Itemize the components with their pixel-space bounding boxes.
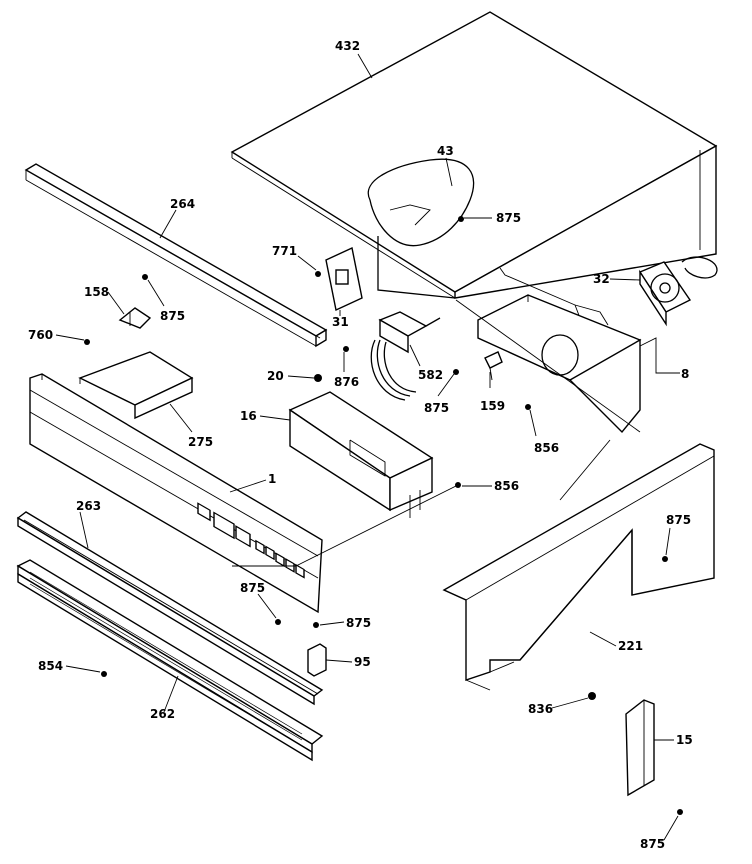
label-856: 856: [494, 479, 519, 493]
label-432: 432: [335, 39, 360, 53]
label-31: 31: [332, 315, 349, 329]
bracket-31: [325, 246, 363, 312]
label-875: 875: [346, 616, 371, 630]
side-trim-15: [625, 699, 655, 797]
electronic-control-16: [288, 391, 434, 518]
control-panel-1: [29, 373, 323, 614]
label-876: 876: [334, 375, 359, 389]
switch-582: [370, 311, 441, 401]
label-264: 264: [170, 197, 195, 211]
label-875: 875: [496, 211, 521, 225]
grille-262: [16, 559, 324, 762]
label-582: 582: [418, 368, 443, 382]
side-bracket-221: [442, 443, 715, 691]
label-1: 1: [268, 472, 276, 486]
label-221: 221: [618, 639, 643, 653]
label-875: 875: [640, 837, 665, 851]
fan-assembly-32: [638, 256, 718, 327]
label-20: 20: [267, 369, 284, 383]
label-875: 875: [240, 581, 265, 595]
trim-strip-264: [24, 163, 328, 348]
rear-panel-8: [477, 294, 642, 434]
part-labels: 432 43 875 264 771 32 158 875 31 760 20 …: [28, 39, 693, 851]
label-158: 158: [84, 285, 109, 299]
sensor-159: [484, 351, 503, 381]
label-159: 159: [480, 399, 505, 413]
label-16: 16: [240, 409, 257, 423]
label-262: 262: [150, 707, 175, 721]
label-836: 836: [528, 702, 553, 716]
label-8: 8: [681, 367, 689, 381]
label-875: 875: [160, 309, 185, 323]
bracket-95: [307, 643, 327, 677]
label-856: 856: [534, 441, 559, 455]
label-875: 875: [666, 513, 691, 527]
label-760: 760: [28, 328, 53, 342]
label-95: 95: [354, 655, 371, 669]
label-15: 15: [676, 733, 693, 747]
label-43: 43: [437, 144, 454, 158]
label-275: 275: [188, 435, 213, 449]
label-771: 771: [272, 244, 297, 258]
label-875: 875: [424, 401, 449, 415]
top-cover-432: [230, 11, 718, 326]
label-32: 32: [593, 272, 610, 286]
label-263: 263: [76, 499, 101, 513]
bracket-275: [78, 351, 194, 420]
trim-strip-263: [16, 511, 324, 706]
fasteners: [84, 216, 683, 815]
leader-lines: [55, 53, 680, 841]
label-854: 854: [38, 659, 63, 673]
bracket-158: [118, 307, 152, 329]
control-keypad: [197, 502, 305, 579]
